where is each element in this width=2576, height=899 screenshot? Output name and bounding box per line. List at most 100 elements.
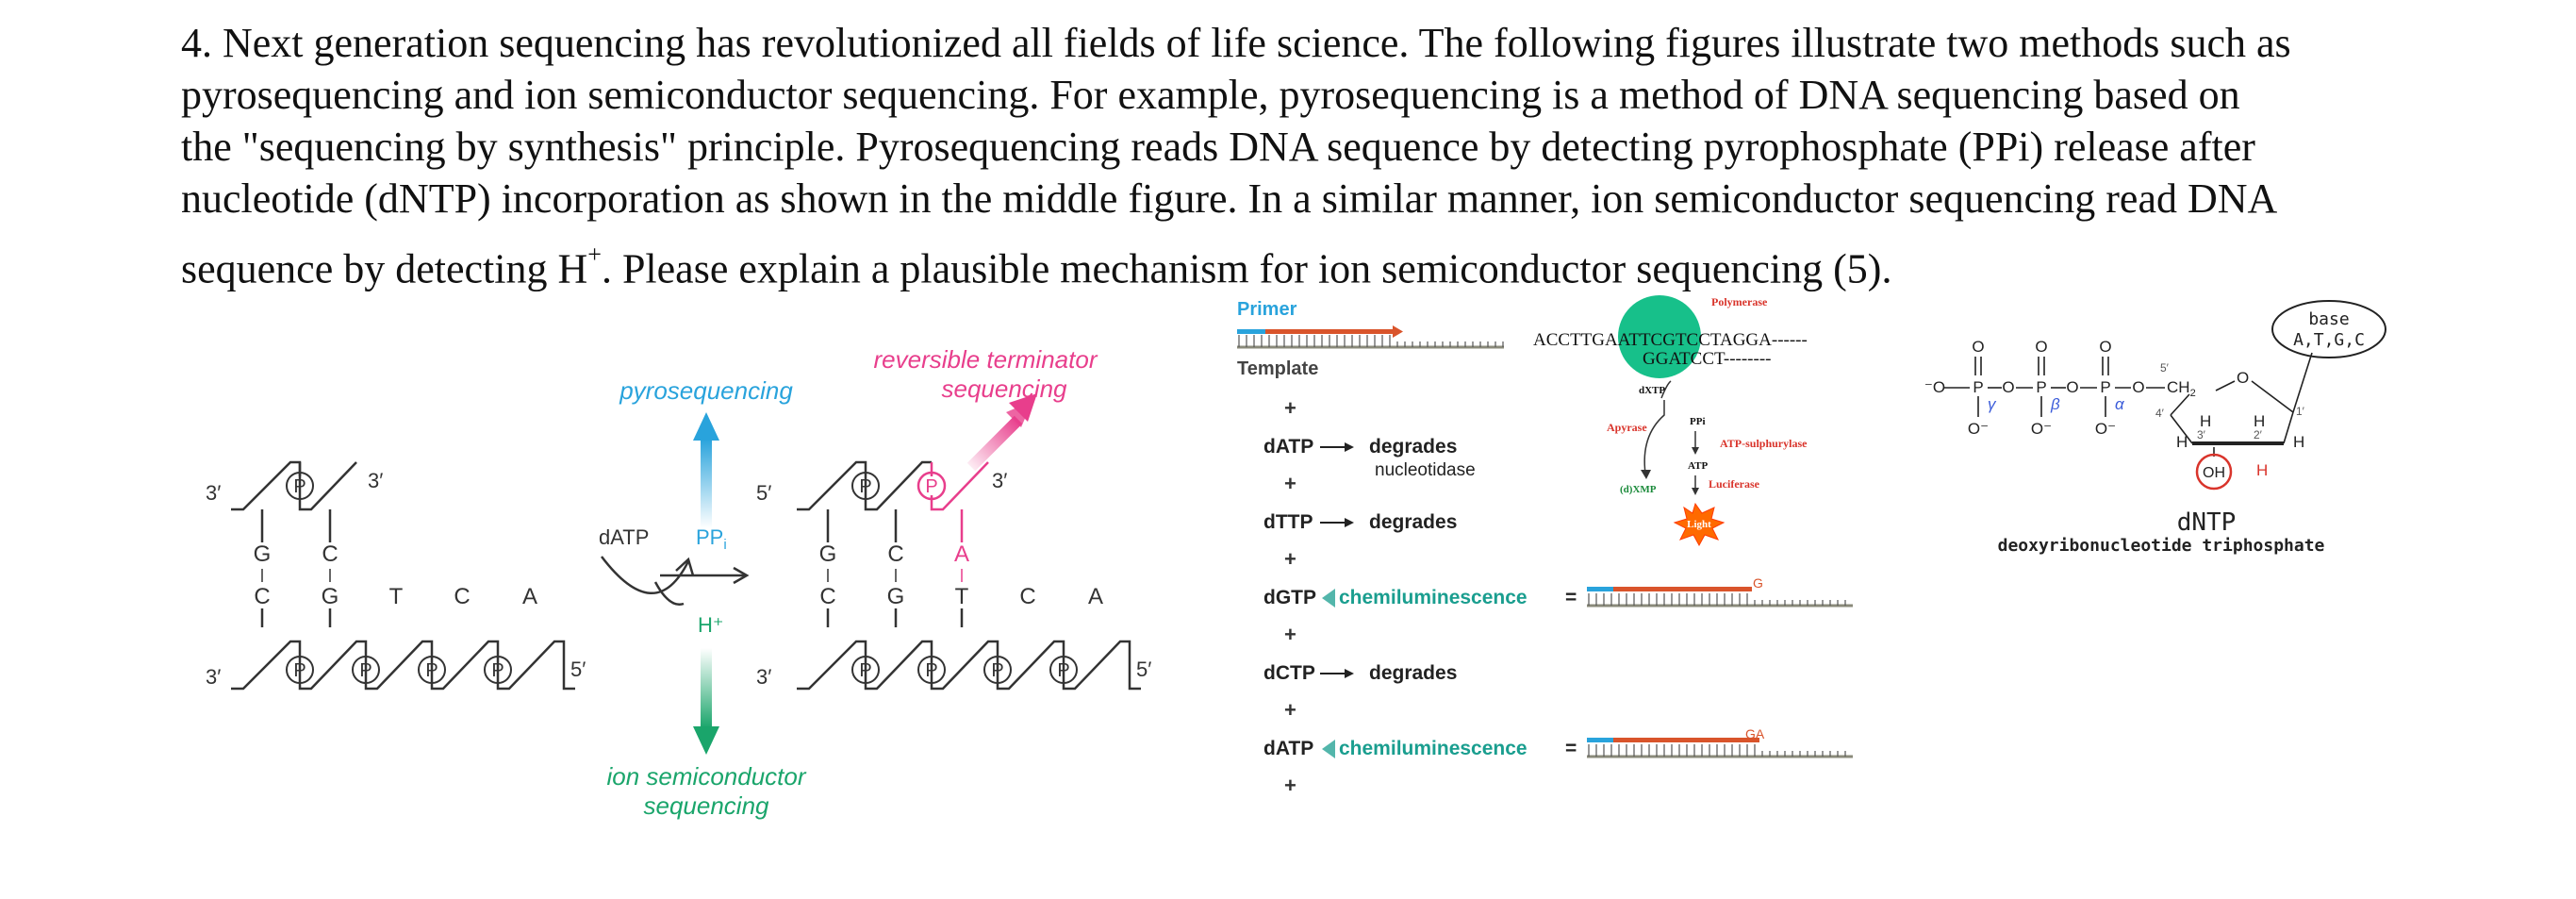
sugar-ring: [2170, 352, 2313, 445]
pyrosequencing-steps-figure: Primer Template + + + + + + dATP degrade…: [1237, 295, 1853, 797]
pos-3-label: 3′: [2197, 428, 2206, 441]
svg-text:dGTP: dGTP: [1263, 587, 1316, 608]
template-label: Template: [1237, 358, 1318, 379]
svg-text:O: O: [2035, 338, 2047, 356]
h-plus-label: H⁺: [698, 613, 724, 637]
pyro-arrow-shaft: [701, 439, 712, 528]
light-wedge-icon: [1322, 740, 1335, 758]
prime-5-label: 5′: [570, 658, 586, 681]
bottom-base: G: [322, 584, 339, 609]
h-plus-superscript: +: [587, 241, 602, 268]
step-row-5: dATP chemiluminescence = GA: [1263, 726, 1853, 759]
svg-text:dATP: dATP: [1263, 436, 1313, 458]
phosphate-circle: [286, 472, 314, 500]
step-row-2: dTTP degrades: [1263, 511, 1457, 533]
enzyme-cascade: Polymerase ACCTTGAATTCGTCCTAGGA------ GG…: [1533, 295, 1808, 547]
svg-text:chemiluminescence: chemiluminescence: [1339, 587, 1527, 608]
base-options-label: A,T,G,C: [2293, 330, 2365, 350]
step-row-4: dCTP degrades: [1263, 662, 1457, 684]
svg-text:degrades: degrades: [1369, 436, 1457, 458]
atp-label: ATP: [1688, 460, 1708, 472]
svg-text:O⁻: O⁻: [1968, 420, 1989, 438]
svg-text:G: G: [1753, 575, 1763, 591]
bottom-base: C: [454, 584, 470, 609]
alpha-label: α: [2115, 395, 2125, 413]
svg-text:O⁻: O⁻: [2031, 420, 2052, 438]
minus-o-label: ⁻O: [1924, 378, 1945, 396]
datp-label: dATP: [599, 525, 649, 549]
atp-sulphurylase-label: ATP-sulphurylase: [1720, 437, 1808, 450]
svg-text:GA: GA: [1745, 726, 1765, 741]
phosphate-label: P: [925, 476, 937, 497]
extended-duplex-1: G: [1587, 575, 1853, 608]
pyrosequencing-label: pyrosequencing: [619, 376, 793, 405]
phosphate-bonds: [1944, 357, 2165, 417]
phosphorus-gamma: P: [1973, 378, 1983, 396]
question-line-5: sequence by detecting H+. Please explain…: [181, 234, 2444, 295]
new-phosphate-circle: [916, 471, 947, 501]
svg-text:degrades: degrades: [1369, 511, 1457, 533]
prime-3-label: 3′: [206, 665, 221, 689]
bottom-base: C: [1019, 584, 1035, 609]
pyro-arrow-head: [693, 412, 719, 441]
svg-text:H: H: [2176, 433, 2188, 451]
phosphate-label: P: [859, 660, 871, 681]
top-base: C: [322, 541, 338, 567]
hydrogen-2prime: H: [2256, 461, 2268, 479]
reversible-arrow: [966, 415, 1023, 472]
light-wedge-icon: [1322, 589, 1335, 608]
bottom-base: T: [389, 584, 404, 609]
ring-oxygen: O: [2237, 369, 2249, 387]
svg-text:O: O: [1972, 338, 1984, 356]
sequencing-methods-figure: P P P P P G C C G T C A 3′ 3′ 3′ 5′ dATP…: [206, 345, 1151, 820]
ion-arrow-shaft: [701, 648, 712, 728]
phosphorus-beta: P: [2036, 378, 2046, 396]
plus-sign: +: [1284, 698, 1296, 722]
question-text: 4. Next generation sequencing has revolu…: [181, 17, 2444, 295]
primer-template-duplex: [1237, 325, 1504, 349]
phosphate-label: P: [859, 476, 871, 497]
question-line-2: pyrosequencing and ion semiconductor seq…: [181, 72, 2240, 118]
svg-text:O⁻: O⁻: [2095, 420, 2116, 438]
new-base: A: [954, 541, 969, 567]
phosphate-label: P: [359, 660, 372, 681]
ppi-small-label: PPi: [1690, 416, 1706, 427]
plus-sign: +: [1284, 623, 1296, 646]
nucleotidase-note: nucleotidase: [1375, 460, 1476, 480]
svg-text:O: O: [2066, 378, 2078, 396]
pos-4-label: 4′: [2155, 407, 2165, 420]
phosphate-label: P: [293, 660, 305, 681]
base-ellipse: [2271, 300, 2386, 358]
svg-text:dCTP: dCTP: [1263, 662, 1315, 684]
polymerase-label: Polymerase: [1711, 295, 1768, 308]
dna-sequence-top: ACCTTGAATTCGTCCTAGGA------: [1533, 330, 1808, 350]
luciferase-label: Luciferase: [1709, 477, 1760, 491]
svg-text:H: H: [2254, 412, 2265, 430]
phosphates-before: [286, 472, 512, 684]
prime-3-label: 3′: [368, 469, 383, 492]
light-burst-icon: [1673, 502, 1726, 547]
prime-3-label: 3′: [206, 481, 221, 505]
question-line-4: nucleotide (dNTP) incorporation as shown…: [181, 175, 2278, 222]
question-line-1: 4. Next generation sequencing has revolu…: [181, 20, 2291, 66]
dntp-title: dNTP: [2177, 508, 2237, 537]
phosphate-label: P: [1057, 660, 1069, 681]
reversible-terminator-label-1: reversible terminator: [874, 345, 1098, 374]
phosphate-label: P: [991, 660, 1003, 681]
oh-highlight-circle: [2195, 453, 2233, 491]
svg-text:O: O: [2132, 378, 2144, 396]
dxmp-label: (d)XMP: [1620, 484, 1657, 495]
primer-label: Primer: [1237, 299, 1297, 320]
beta-label: β: [2050, 395, 2060, 413]
svg-text:dATP: dATP: [1263, 738, 1313, 759]
top-base: G: [254, 541, 272, 567]
dntp-structure-figure: base A,T,G,C ⁻O O P O⁻ O O P O⁻ O O P O⁻…: [1924, 300, 2386, 556]
prime-3-label: 3′: [992, 469, 1007, 492]
question-line-5b: . Please explain a plausible mechanism f…: [601, 245, 1892, 292]
gamma-label: γ: [1988, 395, 1997, 413]
phosphate-label: P: [491, 660, 504, 681]
reversible-arrow-head: [1009, 393, 1037, 422]
svg-text:H: H: [2293, 433, 2304, 451]
dna-before: [231, 460, 575, 691]
svg-text:chemiluminescence: chemiluminescence: [1339, 738, 1527, 759]
